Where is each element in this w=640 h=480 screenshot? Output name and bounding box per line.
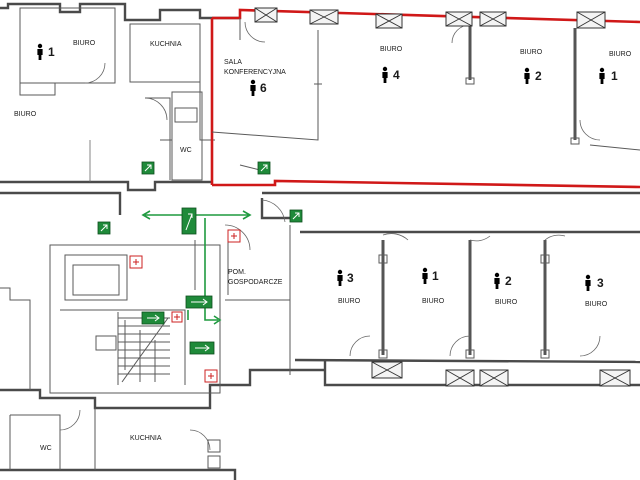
label-biuro-bot-4: BIURO (585, 301, 608, 308)
label-biuro-bot-1: BIURO (338, 298, 361, 305)
ventilation-grille-icon (445, 11, 473, 27)
person-icons (37, 43, 605, 291)
evacuation-route (141, 210, 252, 325)
occupancy-biuro-bot-2: 1 (432, 269, 439, 283)
occupancy-biuro-bot-4: 3 (597, 276, 604, 290)
bottom-offices-partitions (349, 233, 601, 359)
ventilation-grille-icon (479, 369, 509, 387)
emergency-exit-sign-icon (185, 295, 213, 309)
fire-extinguisher-icon (204, 369, 218, 383)
label-biuro-top-1: BIURO (380, 46, 403, 53)
label-sala-line2: KONFERENCYJNA (224, 69, 286, 76)
occupancy-biuro-bot-1: 3 (347, 271, 354, 285)
label-wc-bottom: WC (40, 445, 52, 452)
room-labels: 1 BIURO BIURO KUCHNIA WC SALA KONFERENCY… (14, 40, 632, 452)
label-sala-line1: SALA (224, 59, 242, 66)
ventilation-grille-icon (375, 13, 403, 29)
label-pom-line2: GOSPODARCZE (228, 279, 283, 286)
fire-extinguisher-icon (129, 255, 143, 269)
fire-extinguishers (129, 229, 241, 383)
ventilation-grille-icon (576, 11, 606, 29)
top-offices-partitions (451, 24, 640, 151)
top-left-block (19, 7, 215, 182)
ventilation-grilles (254, 7, 631, 387)
person-icon (337, 269, 343, 286)
stair-core (49, 199, 291, 394)
emergency-exit-sign-icon (189, 341, 215, 355)
ventilation-grille-icon (599, 369, 631, 387)
person-icon (422, 267, 428, 284)
ventilation-grille-icon (479, 11, 507, 27)
emergency-exit-sign-icon (141, 161, 155, 175)
occupancy-biuro-top-2: 2 (535, 69, 542, 83)
emergency-exit-sign-icon (181, 207, 197, 235)
label-biuro-top-left: BIURO (73, 40, 96, 47)
fire-extinguisher-icon (227, 229, 241, 243)
emergency-exit-sign-icon (141, 311, 165, 325)
label-pom-line1: POM. (228, 269, 246, 276)
occupancy-biuro-top-3: 1 (611, 69, 618, 83)
person-icon (494, 272, 500, 289)
person-icon (37, 43, 43, 60)
ventilation-grille-icon (445, 369, 475, 387)
emergency-exit-sign-icon (257, 161, 271, 175)
label-biuro-top-2: BIURO (520, 49, 543, 56)
ventilation-grille-icon (254, 7, 278, 23)
occupancy-biuro-bot-3: 2 (505, 274, 512, 288)
sala-interior (211, 18, 322, 171)
label-biuro-top-3: BIURO (609, 51, 632, 58)
emergency-exit-sign-icon (97, 221, 111, 235)
label-biuro-left: BIURO (14, 111, 37, 118)
emergency-exit-sign-icon (289, 209, 303, 223)
occupancy-biuro-top-left: 1 (48, 45, 55, 59)
label-kuchnia-top: KUCHNIA (150, 41, 182, 48)
person-icon (585, 274, 591, 291)
exit-signs (97, 161, 303, 355)
person-icon (599, 67, 605, 84)
occupancy-biuro-top-1: 4 (393, 68, 400, 82)
fire-extinguisher-icon (171, 311, 183, 323)
label-biuro-bot-3: BIURO (495, 299, 518, 306)
person-icon (250, 79, 256, 96)
person-icon (382, 66, 388, 83)
label-wc-top: WC (180, 147, 192, 154)
sala-konferencyjna-outline (210, 8, 640, 189)
label-biuro-bot-2: BIURO (422, 298, 445, 305)
ventilation-grille-icon (371, 361, 403, 379)
person-icon (524, 67, 530, 84)
bottom-left-block (0, 287, 221, 470)
ventilation-grille-icon (309, 9, 339, 25)
label-kuchnia-bottom: KUCHNIA (130, 435, 162, 442)
occupancy-sala: 6 (260, 81, 267, 95)
